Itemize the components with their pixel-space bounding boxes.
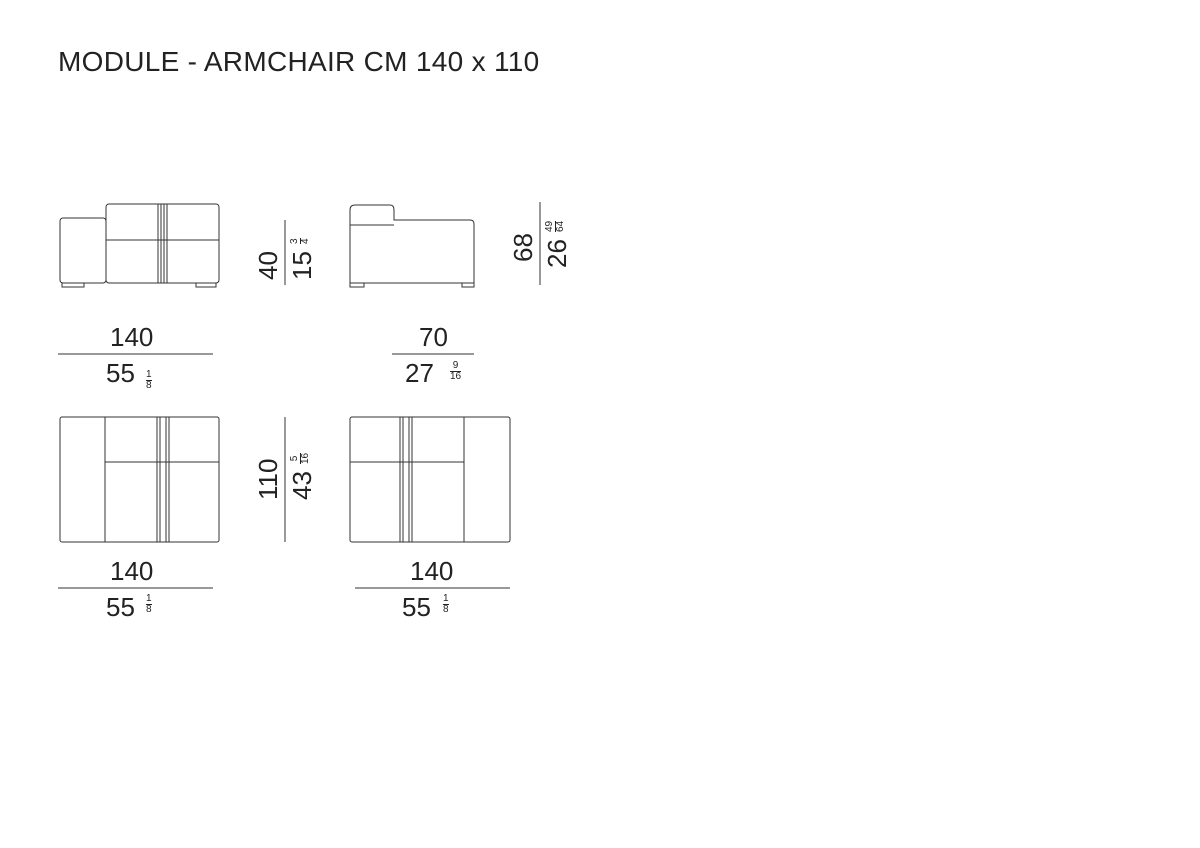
total-height-cm: 68 bbox=[508, 233, 538, 262]
seat-height-cm: 40 bbox=[253, 251, 283, 280]
plan-right-width-cm: 140 bbox=[410, 556, 454, 586]
plan-right-drawing bbox=[349, 416, 511, 543]
side-view-drawing bbox=[349, 204, 475, 288]
plan-depth-cm: 110 bbox=[253, 458, 283, 500]
plan-depth-inch: 43 bbox=[287, 471, 317, 500]
plan-left-width-cm: 140 bbox=[110, 556, 154, 586]
plan-right-width-inch: 55 bbox=[402, 592, 431, 622]
total-height-inch: 26 bbox=[542, 239, 572, 268]
plan-left-drawing bbox=[59, 416, 220, 543]
seat-height-inch: 15 bbox=[287, 251, 317, 280]
side-depth-cm: 70 bbox=[419, 322, 448, 352]
front-width-cm: 140 bbox=[110, 322, 154, 352]
front-width-inch: 55 bbox=[106, 358, 135, 388]
page-title: MODULE - ARMCHAIR CM 140 x 110 bbox=[58, 46, 540, 77]
plan-left-width-inch: 55 bbox=[106, 592, 135, 622]
side-depth-inch: 27 bbox=[405, 358, 434, 388]
front-view-drawing bbox=[59, 203, 220, 288]
